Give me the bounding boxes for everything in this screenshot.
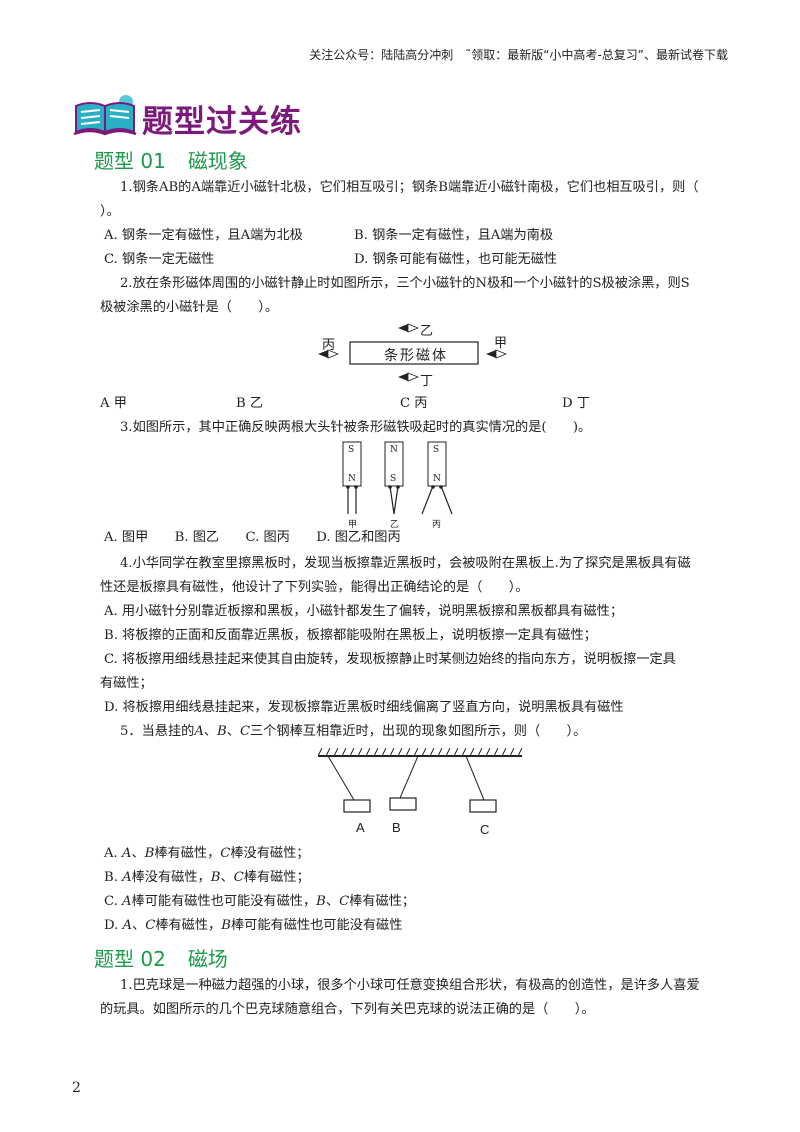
q5-option-a: A. A、B棒有磁性，C棒没有磁性； <box>104 846 310 861</box>
book-icon <box>72 92 142 138</box>
q5-option-b: B. A棒没有磁性，B、C棒有磁性； <box>104 870 310 885</box>
q4-stem-line1: 4.小华同学在教室里擦黑板时，发现当板擦靠近黑板时，会被吸附在黑板上.为了探究是… <box>120 556 691 571</box>
figure-label-jia: 甲 <box>348 520 358 530</box>
q2-option-c: C 丙 <box>400 396 428 411</box>
needle-label-bing: 丙 <box>322 338 336 353</box>
section-heading-1: 题型 01 磁现象 <box>94 145 248 174</box>
q2-magnet-figure <box>310 318 520 388</box>
needle-label-jia: 甲 <box>494 336 508 351</box>
s2-q1-stem-line1: 1.巴克球是一种磁力超强的小球，很多个小球可任意变换组合形状，有极高的创造性，是… <box>120 978 700 993</box>
q1-stem-line2: ）。 <box>100 204 120 219</box>
q2-option-b: B 乙 <box>236 396 264 411</box>
q4-stem-line2: 性还是板擦具有磁性，他设计了下列实验，能得出正确结论的是（ ）。 <box>100 580 529 595</box>
q4-option-a: A. 用小磁针分别靠近板擦和黑板，小磁针都发生了偏转，说明黑板擦和黑板都具有磁性… <box>104 604 624 619</box>
q1-option-b: B. 钢条一定有磁性，且A端为南极 <box>354 228 554 243</box>
q2-stem-line2: 极被涂黑的小磁针是（ ）。 <box>100 300 279 315</box>
section-title: 磁场 <box>187 947 228 971</box>
q5-stem: 5．当悬挂的A、B、C三个钢棒互相靠近时，出现的现象如图所示，则（ ）。 <box>120 724 587 739</box>
q3-stem: 3.如图所示，其中正确反映两根大头针被条形磁铁吸起时的真实情况的是( )。 <box>120 420 592 435</box>
figure-label-bing: 丙 <box>432 520 442 530</box>
magnet-label: 条形磁体 <box>384 348 448 364</box>
q4-option-d: D. 将板擦用细线悬挂起来，发现板擦靠近黑板时细线偏离了竖直方向，说明黑板具有磁… <box>104 700 624 715</box>
q5-option-d: D. A、C棒有磁性，B棒可能有磁性也可能没有磁性 <box>104 918 403 933</box>
q3-pins-figure <box>330 438 460 528</box>
q2-option-a: A 甲 <box>100 396 127 411</box>
figure-label-yi: 乙 <box>390 520 400 530</box>
page-number: 2 <box>72 1080 81 1096</box>
section-title: 磁现象 <box>187 149 248 173</box>
q5-label-b: B <box>217 724 227 739</box>
section-label: 题型 01 <box>94 149 166 173</box>
needle-label-ding: 丁 <box>420 374 434 389</box>
q5-label-c: C <box>239 724 251 739</box>
pole-s-1: S <box>348 445 355 455</box>
rod-label-c: C <box>480 822 490 837</box>
q5-stem-post: 三个钢棒互相靠近时，出现的现象如图所示，则（ ）。 <box>250 724 587 739</box>
section-heading-2: 题型 02 磁场 <box>94 943 228 972</box>
q1-stem-line1: 1.钢条AB的A端靠近小磁针北极，它们相互吸引；钢条B端靠近小磁针南极，它们也相… <box>120 180 699 195</box>
needle-label-yi: 乙 <box>420 324 434 339</box>
q4-option-b: B. 将板擦的正面和反面靠近黑板，板擦都能吸附在黑板上，说明板擦一定具有磁性； <box>104 628 597 643</box>
rod-label-b: B <box>392 820 401 835</box>
rod-label-a: A <box>356 820 365 835</box>
q5-rods-figure <box>317 747 528 818</box>
q1-option-c: C. 钢条一定无磁性 <box>104 252 215 267</box>
q4-option-c-line2: 有磁性； <box>100 676 153 691</box>
header-text: 关注公众号：陆陆高分冲刺 ˜领取：最新版“小中高考-总复习”、最新试卷下载 <box>309 48 728 62</box>
q1-option-a: A. 钢条一定有磁性，且A端为北极 <box>104 228 303 243</box>
banner-title: 题型过关练 <box>142 104 302 140</box>
pole-s-3: S <box>433 445 440 455</box>
pole-s-2: S <box>390 474 397 484</box>
q2-option-d: D 丁 <box>562 396 590 411</box>
q2-stem-line1: 2.放在条形磁体周围的小磁针静止时如图所示，三个小磁针的N极和一个小磁针的S极被… <box>120 276 690 291</box>
q5-label-a: A <box>194 724 204 739</box>
s2-q1-stem-line2: 的玩具。如图所示的几个巴克球随意组合，下列有关巴克球的说法正确的是（ ）。 <box>100 1002 595 1017</box>
q4-option-c-line1: C. 将板擦用细线悬挂起来使其自由旋转，发现板擦静止时某侧边始终的指向东方，说明… <box>104 652 676 667</box>
pole-n-1: N <box>348 474 356 484</box>
pole-n-3: N <box>433 474 441 484</box>
q5-stem-pre: 5．当悬挂的 <box>120 724 195 739</box>
q3-options: A. 图甲 B. 图乙 C. 图丙 D. 图乙和图丙 <box>104 530 401 545</box>
pole-n-2: N <box>390 445 398 455</box>
q5-option-c: C. A棒可能有磁性也可能没有磁性，B、C棒有磁性； <box>104 894 416 909</box>
q1-option-d: D. 钢条可能有磁性，也可能无磁性 <box>354 252 558 267</box>
section-label: 题型 02 <box>94 947 166 971</box>
